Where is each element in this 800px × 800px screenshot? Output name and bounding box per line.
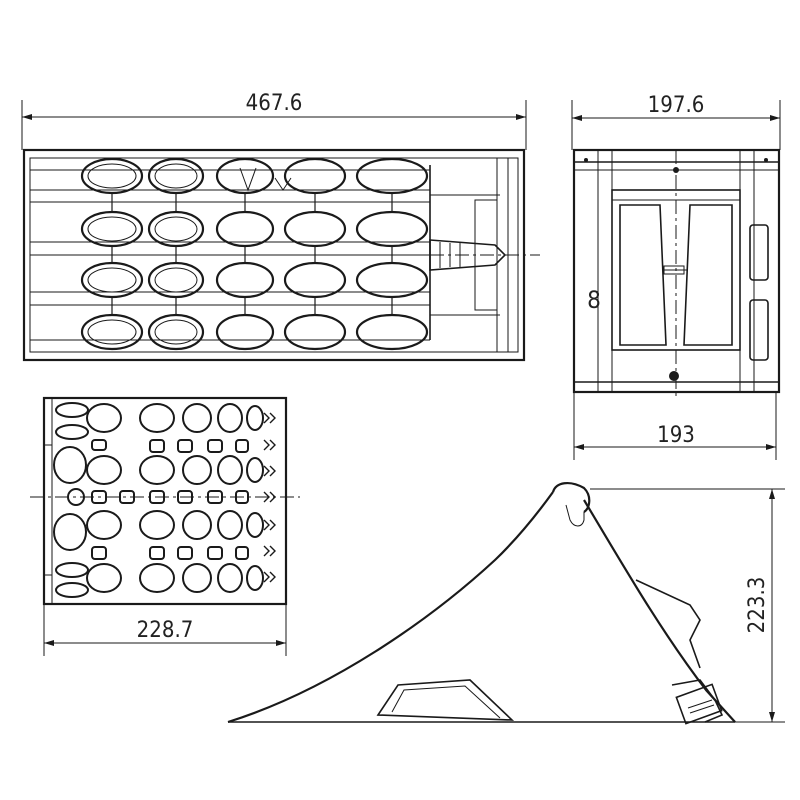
profile-view-back-face <box>583 499 736 723</box>
top-view: 467.6 <box>21 91 540 362</box>
side-view-window-right <box>683 204 733 346</box>
bottom-view-dimension-label: 228.7 <box>137 618 194 643</box>
top-view-dimension-label: 467.6 <box>246 91 303 116</box>
top-view-handle <box>429 239 507 271</box>
side-view-top-dimension-label: 197.6 <box>648 93 705 118</box>
bottom-view-grid <box>86 403 264 593</box>
profile-view-window <box>376 679 515 721</box>
bottom-view-outline <box>42 396 288 606</box>
top-view-dimension: 467.6 <box>21 91 527 150</box>
bottom-view-dimension: 228.7 <box>43 604 287 656</box>
profile-view-knob <box>551 482 591 513</box>
side-view: 197.6 8 <box>571 93 781 460</box>
profile-view-dimension: 223.3 <box>590 488 785 723</box>
side-view-bottom-dimension: 193 <box>573 392 777 460</box>
side-view-top-dimension: 197.6 <box>571 93 781 150</box>
side-view-glyph: 8 <box>587 286 601 314</box>
bottom-view: 228.7 <box>30 396 300 656</box>
profile-view-slope <box>227 491 554 724</box>
side-view-bottom-dimension-label: 193 <box>657 423 695 448</box>
top-view-ellipse-grid <box>80 157 429 351</box>
side-view-window-left <box>619 204 667 346</box>
profile-view-dimension-label: 223.3 <box>745 577 770 634</box>
profile-view: 223.3 <box>227 482 785 725</box>
